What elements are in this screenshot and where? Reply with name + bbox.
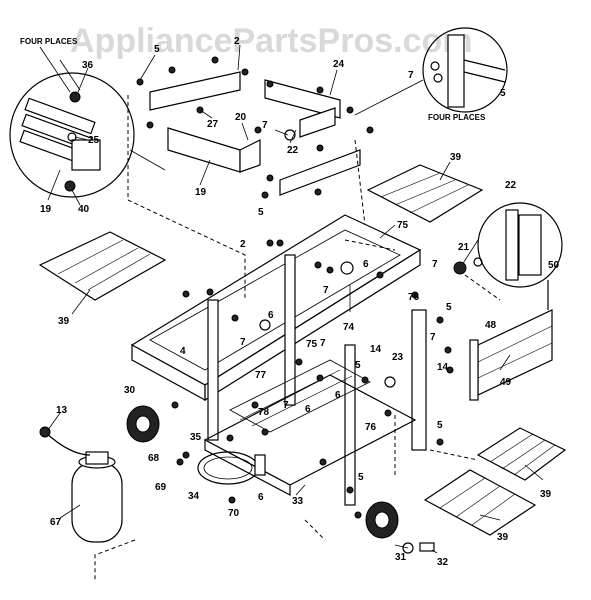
callout-7-top: 7 (262, 120, 268, 131)
callout-5-bottom: 5 (358, 472, 364, 483)
callout-30: 30 (124, 385, 136, 396)
callout-6-mid: 6 (335, 390, 341, 401)
callout-25: 25 (88, 135, 100, 146)
callout-13: 13 (56, 405, 68, 416)
callout-6-mid2: 6 (305, 404, 311, 415)
callout-21: 21 (458, 242, 470, 253)
callout-50: 50 (548, 260, 560, 271)
callout-7-mid: 7 (320, 338, 326, 349)
detail-circle-right (354, 27, 508, 116)
note-four-places-left: FOUR PLACES (20, 37, 78, 46)
wheel-right (365, 501, 435, 554)
leader-lines (39, 44, 544, 554)
shelf-bottom-right-lower (423, 469, 537, 536)
detail-circle-left (9, 59, 166, 198)
note-four-places-right: FOUR PLACES (428, 113, 486, 122)
callout-48: 48 (485, 320, 497, 331)
callout-69: 69 (155, 482, 167, 493)
callout-5-top: 5 (154, 44, 160, 55)
callout-14-mid: 14 (370, 344, 382, 355)
callout-70: 70 (228, 508, 240, 519)
callout-35: 35 (190, 432, 202, 443)
callout-34: 34 (188, 491, 200, 502)
callout-49: 49 (500, 377, 512, 388)
callout-22-right: 22 (505, 180, 517, 191)
callout-27: 27 (207, 119, 219, 130)
callout-7-right: 7 (432, 259, 438, 270)
callout-6-left: 6 (268, 310, 274, 321)
callout-20: 20 (235, 112, 247, 123)
callout-2-frame: 2 (240, 239, 246, 250)
callout-7-circle: 7 (408, 70, 414, 81)
callout-68: 68 (148, 453, 160, 464)
assembly-lines (94, 95, 501, 580)
callout-67: 67 (50, 517, 62, 528)
callout-75-mid: 75 (306, 339, 318, 350)
callout-74: 74 (343, 322, 355, 333)
callout-7-frame: 7 (323, 285, 329, 296)
callout-5-right: 5 (446, 302, 452, 313)
callout-22-center: 22 (287, 145, 299, 156)
callout-19-center: 19 (195, 187, 207, 198)
callout-19-left: 19 (40, 204, 52, 215)
watermark: AppliancePartsPros.com (70, 22, 472, 60)
callout-75-top: 75 (397, 220, 409, 231)
callout-39-top: 39 (450, 152, 462, 163)
callout-24: 24 (333, 59, 345, 70)
callout-7-left: 7 (240, 337, 246, 348)
propane-tank (39, 426, 123, 543)
callout-77: 77 (255, 370, 267, 381)
wheel-left (126, 405, 160, 443)
top-rail-assembly (136, 56, 374, 199)
callout-76-right: 76 (408, 292, 420, 303)
callout-6-frame: 6 (363, 259, 369, 270)
callout-39-bottom: 39 (497, 532, 509, 543)
callout-2-top: 2 (234, 36, 240, 47)
callout-5-mid2: 5 (355, 360, 361, 371)
callout-36: 36 (82, 60, 94, 71)
shelf-top-right (366, 164, 484, 223)
callout-7-lower: 7 (283, 400, 289, 411)
callout-40: 40 (78, 204, 90, 215)
cart-frame (130, 214, 553, 506)
detail-circle-50 (461, 202, 563, 288)
callout-7-side: 7 (430, 332, 436, 343)
callout-5-lower-right: 5 (437, 420, 443, 431)
frame-fasteners (171, 239, 483, 519)
callout-31: 31 (395, 552, 407, 563)
callout-labels: FOUR PLACES FOUR PLACES 36 25 19 40 5 2 … (20, 36, 560, 568)
tank-ring (176, 451, 266, 504)
callout-23: 23 (392, 352, 404, 363)
shelf-bottom-right-upper (476, 427, 567, 481)
callout-6-bottom: 6 (258, 492, 264, 503)
callout-39-left: 39 (58, 316, 70, 327)
callout-76-lower: 76 (365, 422, 377, 433)
callout-5-circle: 5 (500, 88, 506, 99)
callout-78: 78 (258, 407, 270, 418)
callout-32: 32 (437, 557, 449, 568)
callout-4: 4 (180, 346, 186, 357)
callout-33: 33 (292, 496, 304, 507)
callout-5-mid: 5 (258, 207, 264, 218)
callout-14-right: 14 (437, 362, 449, 373)
shelf-left (38, 231, 167, 301)
callout-39-right: 39 (540, 489, 552, 500)
